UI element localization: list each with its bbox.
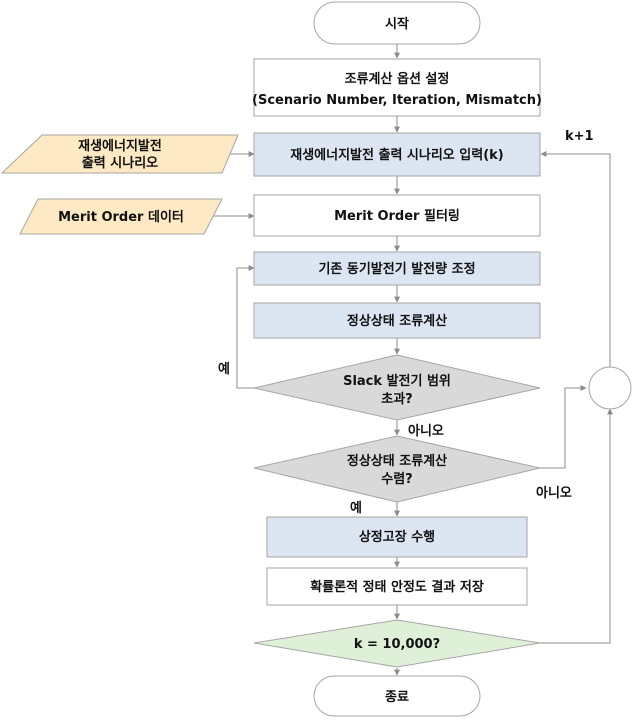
- end-label: 종료: [385, 690, 409, 705]
- loop-junction: [588, 366, 632, 410]
- input-scenario-node: 재생에너지발전 출력 시나리오 입력(k): [253, 132, 541, 177]
- end-node: 종료: [313, 675, 481, 717]
- save-label: 확률론적 정태 안정도 결과 저장: [310, 579, 484, 595]
- slack-yes-label: 예: [218, 361, 230, 377]
- renewable-label-line1: 재생에너지발전: [78, 138, 162, 154]
- steady-calc-label: 정상상태 조류계산: [347, 313, 447, 329]
- setup-node: 조류계산 옵션 설정 (Scenario Number, Iteration, …: [252, 58, 542, 117]
- adjust-label: 기존 동기발전기 발전량 조정: [318, 261, 475, 277]
- input-scenario-label: 재생에너지발전 출력 시나리오 입력(k): [290, 147, 504, 163]
- adjust-node: 기존 동기발전기 발전량 조정: [253, 251, 541, 286]
- renewable-input-data: 재생에너지발전 출력 시나리오: [0, 134, 239, 174]
- slack-label-line1: Slack 발전기 범위: [343, 373, 451, 389]
- start-label: 시작: [385, 16, 409, 32]
- kcheck-decision: k = 10,000?: [253, 619, 541, 668]
- converge-label-line2: 수렴?: [381, 472, 412, 487]
- loop-slack-yes: [236, 265, 255, 389]
- save-node: 확률론적 정태 안정도 결과 저장: [266, 567, 528, 606]
- loop-converge-no: [540, 385, 587, 469]
- setup-label-line2: (Scenario Number, Iteration, Mismatch): [252, 93, 542, 108]
- start-node: 시작: [313, 1, 481, 45]
- kcheck-label: k = 10,000?: [354, 637, 440, 652]
- slack-decision: Slack 발전기 범위 초과?: [253, 354, 541, 421]
- converge-label-line1: 정상상태 조류계산: [347, 453, 447, 469]
- setup-label-line1: 조류계산 옵션 설정: [345, 71, 450, 87]
- loop-k-plus-one: [540, 151, 611, 367]
- slack-no-label: 아니오: [408, 423, 444, 439]
- merit-order-data: Merit Order 데이터: [19, 198, 223, 235]
- k-plus-one-label: k+1: [565, 129, 594, 144]
- merit-filter-node: Merit Order 필터링: [253, 194, 541, 237]
- converge-yes-label: 예: [350, 500, 362, 516]
- contingency-label: 상정고장 수행: [359, 529, 435, 545]
- converge-decision: 정상상태 조류계산 수렴?: [253, 435, 541, 503]
- steady-calc-node: 정상상태 조류계산: [253, 302, 541, 339]
- merit-filter-label: Merit Order 필터링: [334, 208, 460, 224]
- renewable-label-line2: 출력 시나리오: [82, 155, 158, 171]
- merit-data-label: Merit Order 데이터: [58, 209, 184, 225]
- loop-kcheck-no: [540, 408, 613, 644]
- converge-no-label: 아니오: [536, 485, 572, 501]
- slack-label-line2: 초과?: [381, 392, 412, 407]
- contingency-node: 상정고장 수행: [266, 516, 528, 558]
